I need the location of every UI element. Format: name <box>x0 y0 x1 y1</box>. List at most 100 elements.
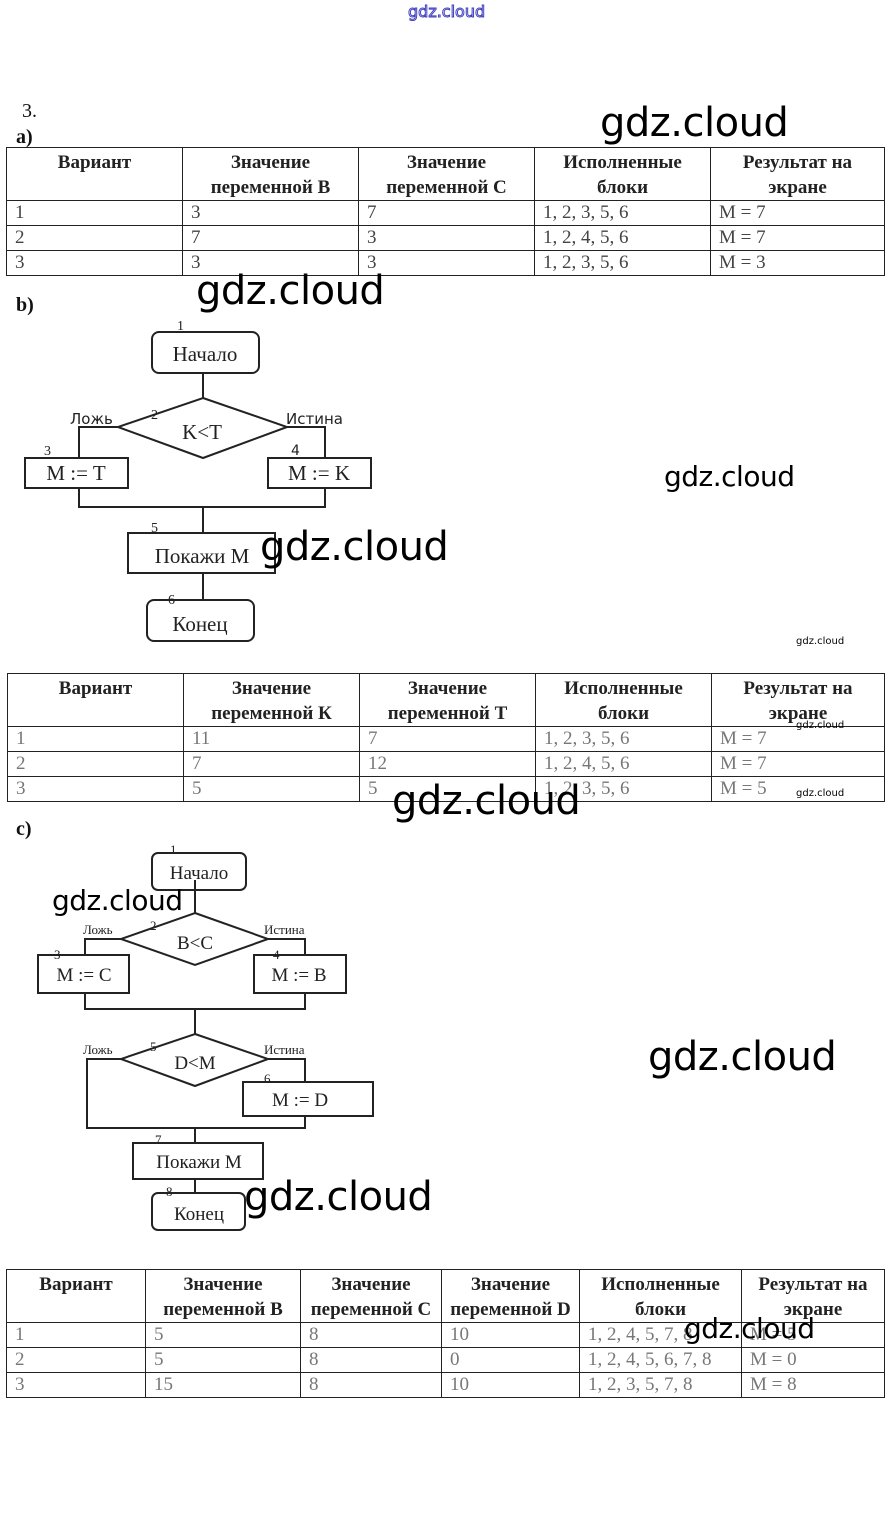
connector-line <box>78 488 326 508</box>
cell: 3 <box>182 200 359 226</box>
cell: 1 <box>7 726 184 752</box>
cell: 5 <box>145 1347 301 1373</box>
header-var-b: Значение переменной В <box>182 147 359 201</box>
block-number: 6 <box>264 1071 271 1086</box>
cell: 1, 2, 3, 5, 6 <box>534 250 711 276</box>
header-var-b: Значение переменной B <box>145 1269 301 1323</box>
connector-line <box>78 426 118 458</box>
cell: 7 <box>358 200 535 226</box>
watermark: gdz.cloud <box>392 778 581 824</box>
cell: 12 <box>359 751 536 777</box>
process-block-4 <box>267 457 372 489</box>
watermark: gdz.cloud <box>684 1312 815 1345</box>
decision-block <box>114 396 290 460</box>
cell: 3 <box>7 776 184 802</box>
process-block-6 <box>242 1081 374 1117</box>
table-row: 2 7 3 1, 2, 4, 5, 6 M = 7 <box>6 225 885 251</box>
block-number: 3 <box>54 947 61 962</box>
table-row: 1 5 8 10 1, 2, 4, 5, 7, 8 M = 5 <box>6 1322 885 1348</box>
cell: M = 7 <box>710 200 885 226</box>
block-text: M := T <box>46 461 105 485</box>
watermark: gdz.cloud <box>196 268 385 314</box>
cell: 1, 2, 4, 5, 6 <box>535 751 712 777</box>
cell: 10 <box>441 1372 580 1398</box>
header-variant: Вариант <box>6 147 183 201</box>
block-number: 3 <box>44 444 51 459</box>
true-label: Истина <box>286 410 343 428</box>
table-row: 2 7 12 1, 2, 4, 5, 6 M = 7 <box>7 751 885 777</box>
flowchart-part-c: 1 Начало 2 B<C 3 M := C 4 M := B 5 D<M 6… <box>37 842 374 1231</box>
false-label: Ложь <box>83 1042 113 1057</box>
watermark: gdz.cloud <box>796 636 845 647</box>
header-var-t: Значение переменной Т <box>359 673 536 727</box>
table-part-b: Вариант Значение переменной К Значение п… <box>7 673 885 802</box>
cell: 1 <box>6 1322 146 1348</box>
table-header-row: Вариант Значение переменной В Значение п… <box>6 147 885 201</box>
block-number: 2 <box>150 918 157 933</box>
table-part-a: Вариант Значение переменной В Значение п… <box>6 147 885 276</box>
cell: 8 <box>300 1372 442 1398</box>
block-text: D<M <box>174 1053 215 1074</box>
connector-line <box>268 1058 306 1082</box>
block-text: M := B <box>271 965 326 986</box>
cell: 1, 2, 3, 5, 6 <box>535 776 712 802</box>
block-number: 4 <box>291 443 300 459</box>
cell: 11 <box>183 726 360 752</box>
cell: 3 <box>182 250 359 276</box>
watermark: gdz.cloud <box>796 720 845 731</box>
header-var-k: Значение переменной К <box>183 673 360 727</box>
cell: 3 <box>6 1372 146 1398</box>
cell: 2 <box>7 751 184 777</box>
watermark: gdz.cloud <box>52 884 183 917</box>
block-number: 8 <box>166 1184 173 1199</box>
cell: 7 <box>359 726 536 752</box>
cell: 1, 2, 4, 5, 6, 7, 8 <box>579 1347 742 1373</box>
header-blocks: Исполненные блоки <box>534 147 711 201</box>
connector-line <box>84 993 306 1010</box>
false-label: Ложь <box>70 410 113 428</box>
end-block <box>151 1192 246 1231</box>
header-var-c: Значение переменной С <box>358 147 535 201</box>
cell: 1, 2, 4, 5, 7, 8 <box>579 1322 742 1348</box>
watermark: gdz.cloud <box>600 100 789 146</box>
flowchart-part-b: 1 Начало 2 K<T 3 M := T 4 M := K 5 Покаж… <box>24 319 372 642</box>
header-result: Результат на экране <box>710 147 885 201</box>
cell: M = 7 <box>710 225 885 251</box>
block-text: Конец <box>172 612 227 636</box>
connector-line <box>86 1058 306 1129</box>
table-header-row: Вариант Значение переменной B Значение п… <box>6 1269 885 1323</box>
cell: M = 8 <box>741 1372 885 1398</box>
block-text: Начало <box>170 863 229 884</box>
header-blocks: Исполненные блоки <box>579 1269 742 1323</box>
cell: 2 <box>6 1347 146 1373</box>
connector-line <box>84 938 121 955</box>
header-result: Результат на экране <box>741 1269 885 1323</box>
connector-line <box>287 426 326 458</box>
cell: 3 <box>358 250 535 276</box>
table-part-c: Вариант Значение переменной B Значение п… <box>6 1269 885 1398</box>
cell: M = 0 <box>741 1347 885 1373</box>
start-block <box>151 331 260 374</box>
cell: M = 7 <box>711 751 885 777</box>
cell: M = 3 <box>710 250 885 276</box>
block-number: 1 <box>177 319 184 334</box>
table-row: 1 3 7 1, 2, 3, 5, 6 M = 7 <box>6 200 885 226</box>
block-text: Начало <box>173 342 238 366</box>
table-row: 3 5 5 1, 2, 3, 5, 6 M = 5 <box>7 776 885 802</box>
block-text: M := C <box>56 965 111 986</box>
block-text: M := D <box>272 1090 328 1111</box>
watermark: gdz.cloud <box>796 788 845 799</box>
watermark: gdz.cloud <box>648 1034 837 1080</box>
header-variant: Вариант <box>6 1269 146 1323</box>
task-number: 3. <box>22 100 37 122</box>
watermark: gdz.cloud <box>260 524 449 570</box>
block-text: Конец <box>174 1204 224 1225</box>
header-blocks: Исполненные блоки <box>535 673 712 727</box>
table-row: 1 11 7 1, 2, 3, 5, 6 M = 7 <box>7 726 885 752</box>
cell: 3 <box>6 250 183 276</box>
table-header-row: Вариант Значение переменной К Значение п… <box>7 673 885 727</box>
cell: 5 <box>145 1322 301 1348</box>
cell: 2 <box>6 225 183 251</box>
header-variant: Вариант <box>7 673 184 727</box>
cell: 7 <box>183 751 360 777</box>
